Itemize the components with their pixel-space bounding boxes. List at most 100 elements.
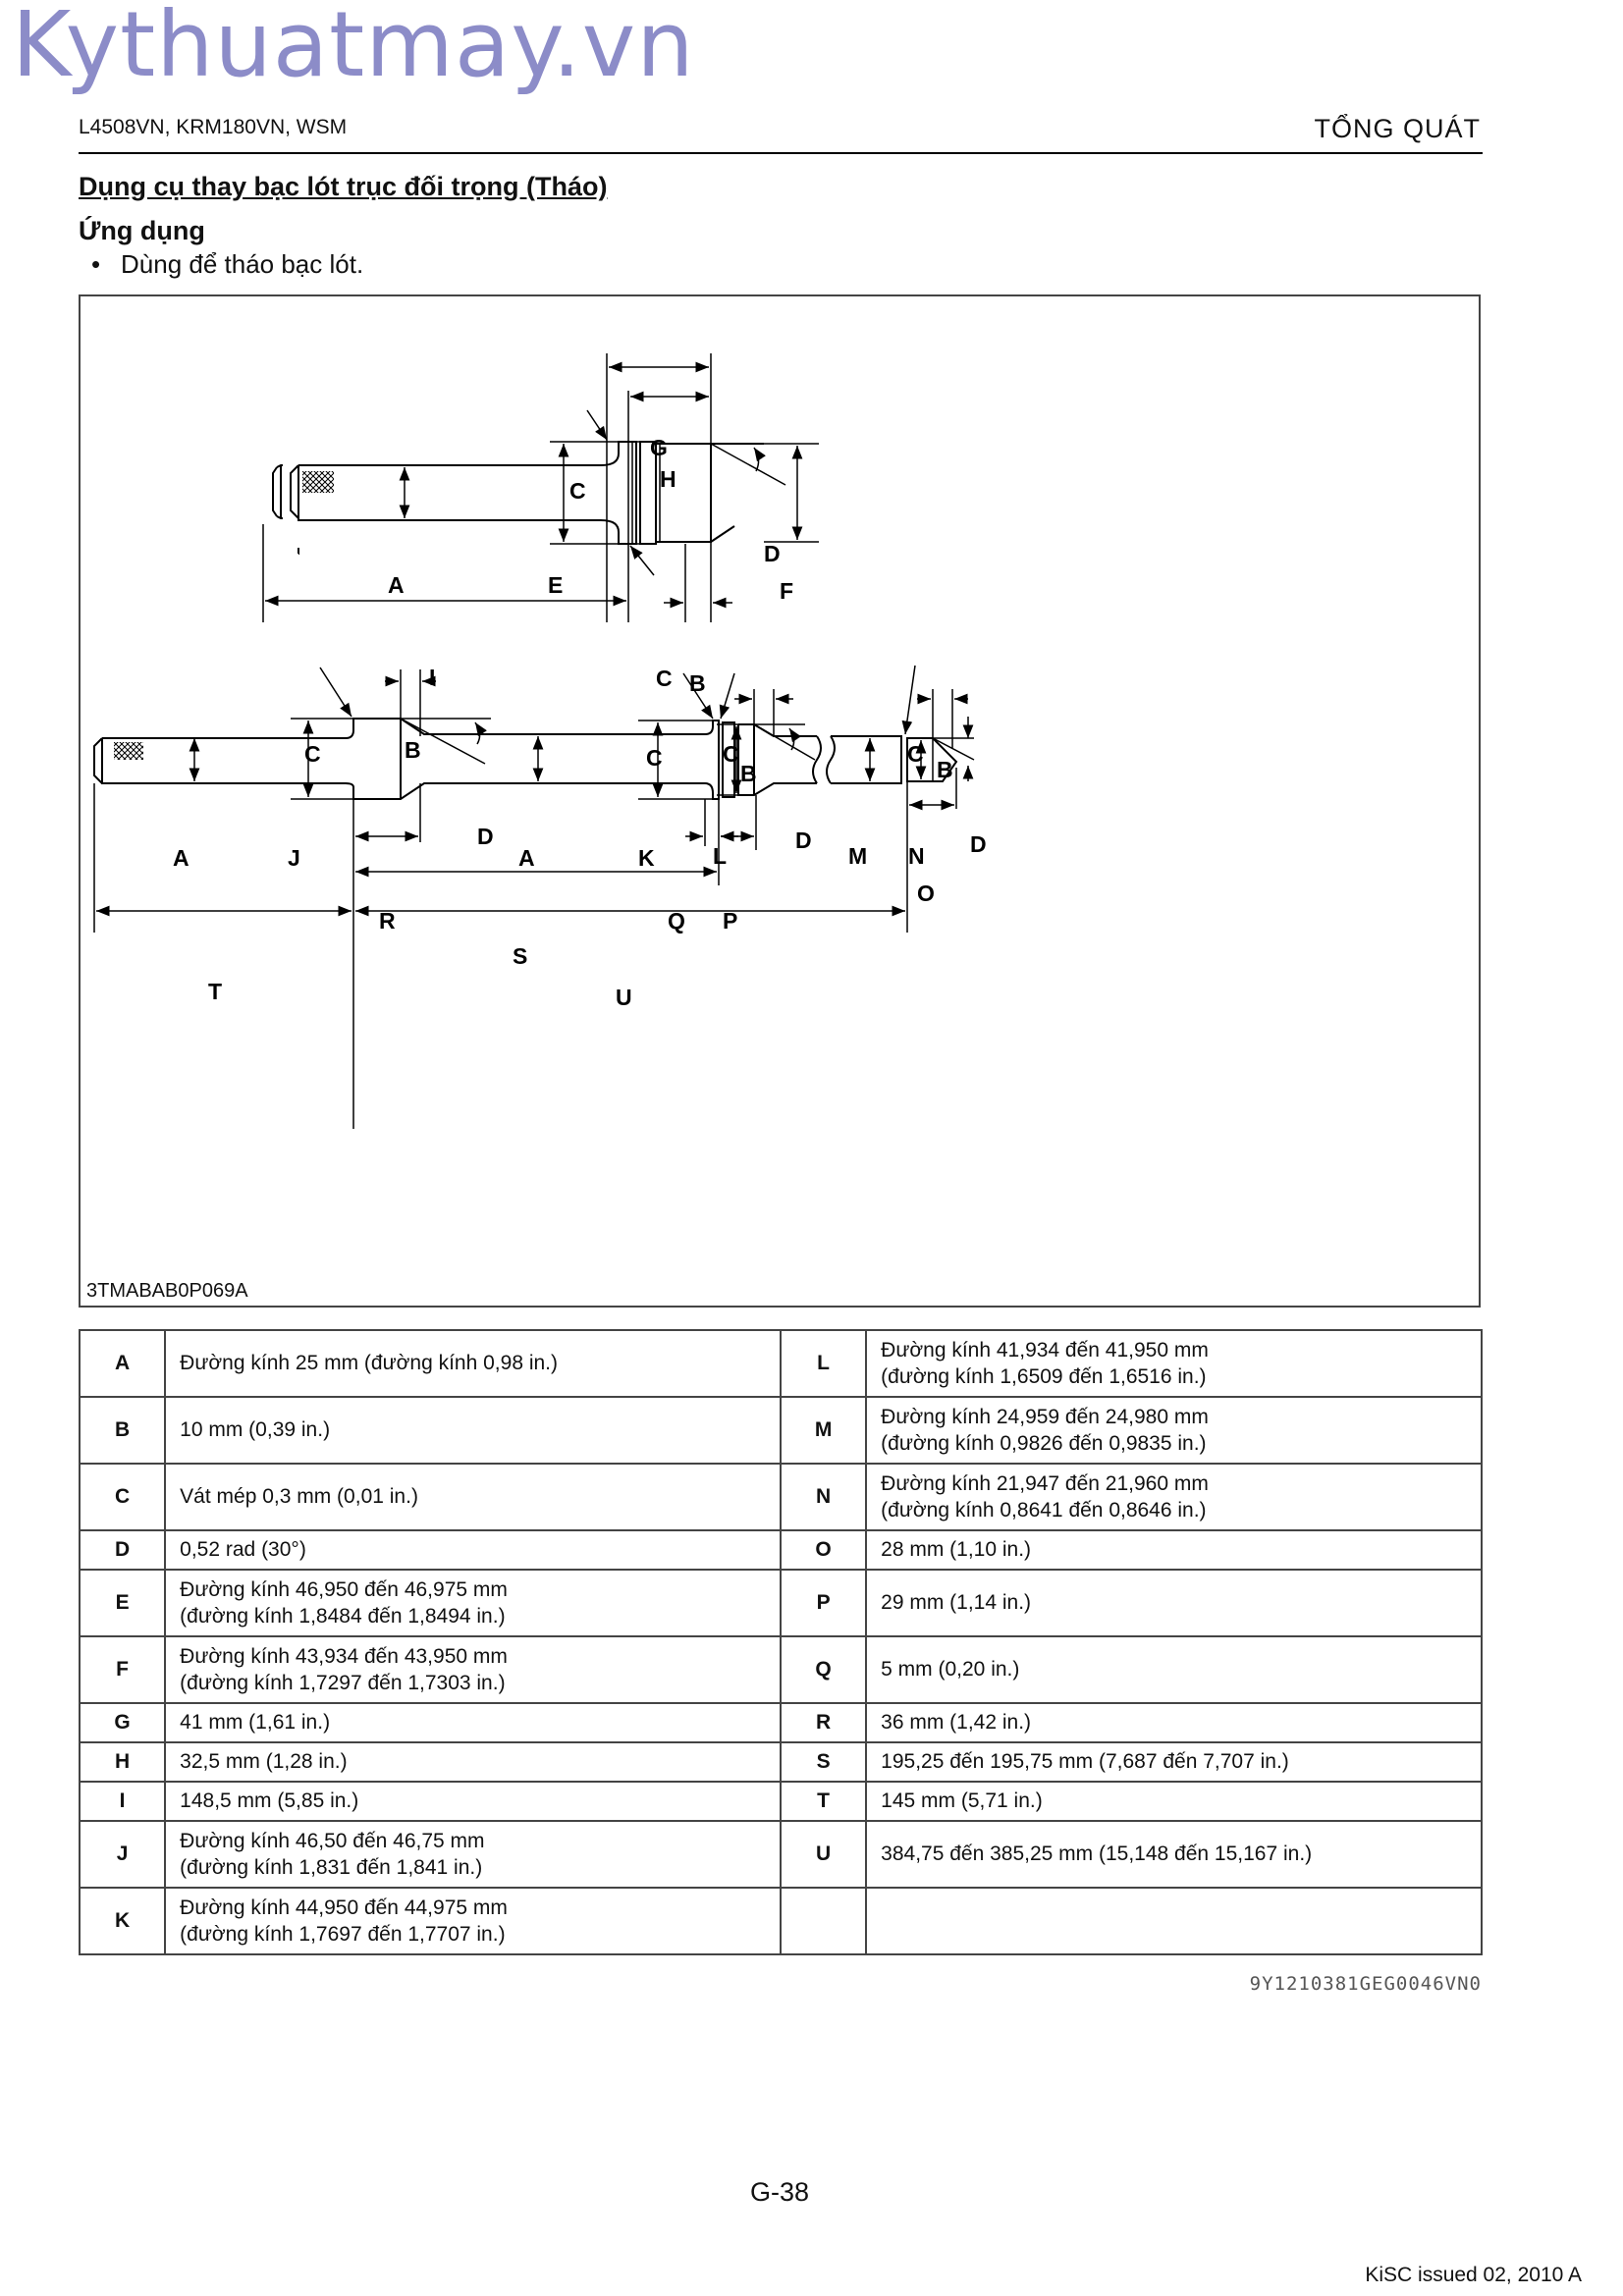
label-B-b2: B xyxy=(740,761,757,786)
spec-key-cell: H xyxy=(78,1741,167,1783)
spec-key-cell: A xyxy=(78,1329,167,1398)
label-D-b3: D xyxy=(970,831,987,857)
label-Q: Q xyxy=(668,908,685,934)
spec-value-cell: 148,5 mm (5,85 in.) xyxy=(164,1781,782,1822)
label-R: R xyxy=(379,908,396,934)
header-chapter: TỔNG QUÁT xyxy=(1314,114,1481,143)
label-O: O xyxy=(917,881,935,906)
spec-value-cell: 32,5 mm (1,28 in.) xyxy=(164,1741,782,1783)
label-K: K xyxy=(638,845,655,871)
spec-value-cell: 29 mm (1,14 in.) xyxy=(865,1569,1483,1637)
spec-value-cell: 10 mm (0,39 in.) xyxy=(164,1396,782,1465)
spec-key-cell: C xyxy=(78,1463,167,1531)
spec-key-cell: E xyxy=(78,1569,167,1637)
spec-value-cell: 195,25 đến 195,75 mm (7,687 đến 7,707 in… xyxy=(865,1741,1483,1783)
figure-code: 3TMABAB0P069A xyxy=(86,1280,248,1302)
spec-key-cell: L xyxy=(779,1329,868,1398)
section-title: Dụng cụ thay bạc lót trục đối trọng (Thá… xyxy=(79,172,608,201)
top-dimensions xyxy=(262,353,819,622)
header-rule xyxy=(79,152,1483,154)
spec-key-cell: P xyxy=(779,1569,868,1637)
spec-value-cell: 36 mm (1,42 in.) xyxy=(865,1702,1483,1743)
label-A-top: A xyxy=(388,572,405,598)
spec-value-cell: 5 mm (0,20 in.) xyxy=(865,1635,1483,1704)
label-U: U xyxy=(616,985,632,1010)
spec-value-cell: Đường kính 46,50 đến 46,75 mm(đường kính… xyxy=(164,1820,782,1889)
tool-drawing: A E F D G H C C B I C B A J D A K C C B … xyxy=(79,294,1481,1308)
spec-value-cell: Đường kính 41,934 đến 41,950 mm(đường kí… xyxy=(865,1329,1483,1398)
label-C-b2: C xyxy=(646,745,663,771)
footer-issue: KiSC issued 02, 2010 A xyxy=(1365,2264,1582,2286)
label-F: F xyxy=(780,578,793,604)
header-model: L4508VN, KRM180VN, WSM xyxy=(79,116,348,138)
knurl-bottom xyxy=(114,742,143,760)
application-bullet: • Dùng để tháo bạc lót. xyxy=(91,249,363,280)
label-J: J xyxy=(288,845,300,871)
spec-value-cell: Đường kính 25 mm (đường kính 0,98 in.) xyxy=(164,1329,782,1398)
spec-key-cell: J xyxy=(78,1820,167,1889)
spec-value-cell: Đường kính 46,950 đến 46,975 mm(đường kí… xyxy=(164,1569,782,1637)
page-number: G-38 xyxy=(749,2177,810,2207)
label-N: N xyxy=(908,843,925,869)
spec-key-cell: M xyxy=(779,1396,868,1465)
spec-key-cell: K xyxy=(78,1887,167,1955)
application-text: Dùng để tháo bạc lót. xyxy=(121,249,364,279)
spec-key-cell: S xyxy=(779,1741,868,1783)
label-A-b1: A xyxy=(173,845,189,871)
label-D-b1: D xyxy=(477,824,494,849)
label-A-b2: A xyxy=(518,845,535,871)
knurl-top xyxy=(302,471,334,493)
drawing-labels: A E F D G H C C B I C B A J D A K C C B … xyxy=(173,435,987,1010)
spec-key-cell: U xyxy=(779,1820,868,1889)
application-heading: Ứng dụng xyxy=(79,216,205,245)
label-E: E xyxy=(548,572,563,598)
spec-key-cell: F xyxy=(78,1635,167,1704)
bullet-mark: • xyxy=(91,249,101,279)
spec-key-cell: B xyxy=(78,1396,167,1465)
spec-value-cell: 28 mm (1,10 in.) xyxy=(865,1529,1483,1571)
label-L: L xyxy=(713,843,727,869)
label-C-b3: C xyxy=(723,741,739,767)
spec-key-cell: Q xyxy=(779,1635,868,1704)
label-P: P xyxy=(723,908,737,934)
spec-key-cell: I xyxy=(78,1781,167,1822)
spec-key-cell: O xyxy=(779,1529,868,1571)
tool-drawing-svg: A E F D G H C C B I C B A J D A K C C B … xyxy=(93,353,987,1129)
label-C-top2: C xyxy=(656,666,673,691)
top-shank-end xyxy=(272,466,278,517)
spec-key-cell: T xyxy=(779,1781,868,1822)
spec-value-cell xyxy=(865,1887,1483,1955)
spec-key-cell: N xyxy=(779,1463,868,1531)
watermark-logo: Kythuatmay.vn xyxy=(12,0,695,97)
label-B-b3: B xyxy=(937,757,953,782)
label-G: G xyxy=(650,435,668,460)
spec-value-cell: Đường kính 44,950 đến 44,975 mm(đường kí… xyxy=(164,1887,782,1955)
spec-value-cell: Đường kính 43,934 đến 43,950 mm(đường kí… xyxy=(164,1635,782,1704)
label-D-b2: D xyxy=(795,828,812,853)
label-C-top1: C xyxy=(569,478,586,504)
spec-key-cell: G xyxy=(78,1702,167,1743)
label-S: S xyxy=(513,943,527,969)
spec-value-cell: 41 mm (1,61 in.) xyxy=(164,1702,782,1743)
bottom-tool xyxy=(93,718,958,800)
top-tool-mask xyxy=(283,391,784,548)
spec-key-cell: D xyxy=(78,1529,167,1571)
spec-key-cell: R xyxy=(779,1702,868,1743)
document-code: 9Y1210381GEG0046VN0 xyxy=(1249,1973,1482,1995)
label-I: I xyxy=(429,665,435,690)
label-C-b4: C xyxy=(907,741,924,767)
bottom-dimensions xyxy=(93,665,975,1129)
